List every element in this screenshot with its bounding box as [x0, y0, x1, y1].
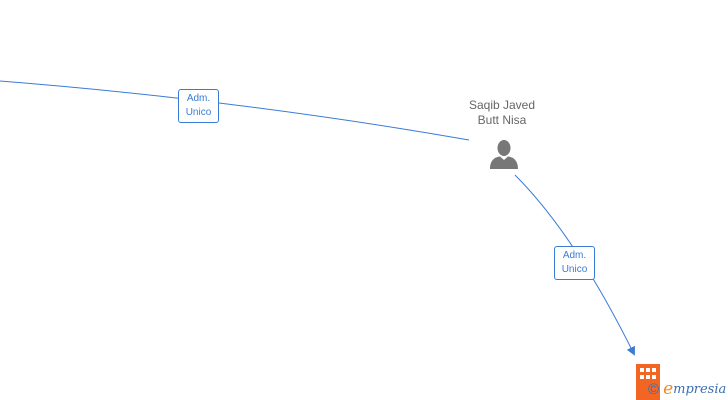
building-icon[interactable] [636, 364, 660, 400]
person-node-label[interactable]: Saqib Javed Butt Nisa [442, 98, 562, 128]
role-badge-line1: Adm. [562, 250, 587, 261]
person-name-line2: Butt Nisa [477, 113, 527, 127]
edge-line-incoming [0, 80, 470, 141]
role-badge-outgoing[interactable]: Adm. Unico [554, 246, 595, 280]
role-badge-line1: Adm. [186, 93, 211, 104]
empresia-watermark: © e mpresia [648, 378, 726, 400]
person-icon[interactable] [489, 138, 519, 170]
brand-name: mpresia [673, 381, 727, 397]
role-badge-incoming[interactable]: Adm. Unico [178, 89, 219, 123]
copyright-symbol: © [648, 380, 660, 398]
person-name-line1: Saqib Javed [468, 98, 536, 112]
brand-initial: e [663, 379, 674, 399]
role-badge-line2: Unico [561, 264, 588, 275]
role-badge-line2: Unico [185, 107, 212, 118]
